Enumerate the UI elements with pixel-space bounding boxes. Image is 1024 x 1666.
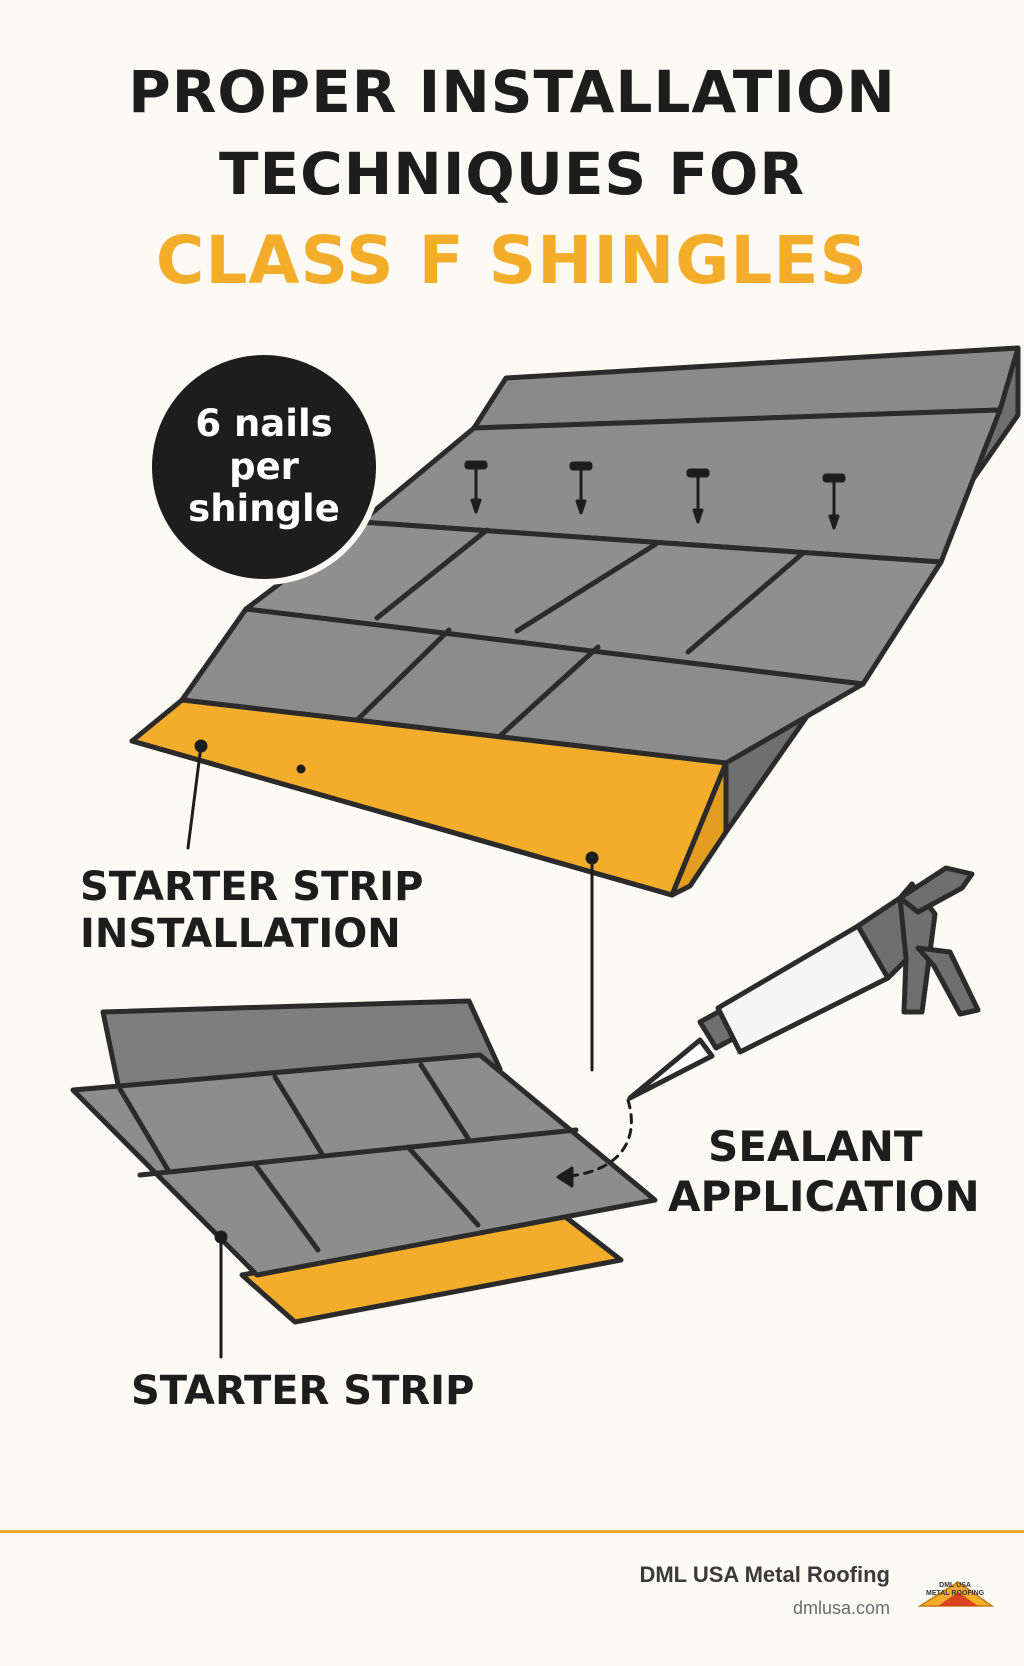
logo-roof-icon — [917, 1581, 995, 1607]
nail-icon — [822, 473, 846, 530]
footer-divider — [0, 1530, 1024, 1533]
label-line: SEALANT — [708, 1122, 923, 1171]
nail-icons — [464, 460, 846, 530]
label-line: INSTALLATION — [80, 911, 401, 958]
nail-icon — [569, 461, 593, 515]
starter-strip-installation-label: STARTER STRIP INSTALLATION — [80, 864, 423, 958]
company-url[interactable]: dmlusa.com — [792, 1598, 890, 1618]
nail-icon — [686, 468, 710, 524]
sealant-arrow — [556, 1098, 633, 1188]
badge-line-2: per — [229, 444, 299, 488]
upper-roof — [129, 345, 1021, 898]
company-logo: DML USA METAL ROOFING — [917, 1576, 995, 1616]
badge-line-3: shingle — [188, 487, 340, 531]
company-name: DML USA Metal Roofing — [639, 1562, 890, 1587]
badge-line-1: 6 nails — [195, 402, 333, 446]
title-line-3: CLASS F SHINGLES — [155, 222, 869, 299]
sealant-application-label: SEALANT APPLICATION — [668, 1122, 980, 1221]
title-line-1: PROPER INSTALLATION — [128, 58, 896, 126]
caulk-gun-icon — [627, 865, 981, 1101]
leader-lines-lower — [214, 1230, 228, 1359]
logo-text: DML USA METAL ROOFING — [926, 1582, 985, 1597]
label-line: STARTER STRIP — [80, 864, 424, 910]
starter-strip-label: STARTER STRIP — [131, 1368, 475, 1414]
lower-roof — [70, 998, 658, 1325]
footer-company: DML USA Metal Roofing dmlusa.com — [639, 1562, 890, 1619]
leader-lines-upper — [186, 739, 599, 1072]
nail-icon — [464, 460, 488, 514]
title-line-2: TECHNIQUES FOR — [219, 140, 805, 208]
label-line: APPLICATION — [668, 1171, 980, 1221]
nails-per-shingle-badge: 6 nails per shingle — [152, 355, 376, 579]
